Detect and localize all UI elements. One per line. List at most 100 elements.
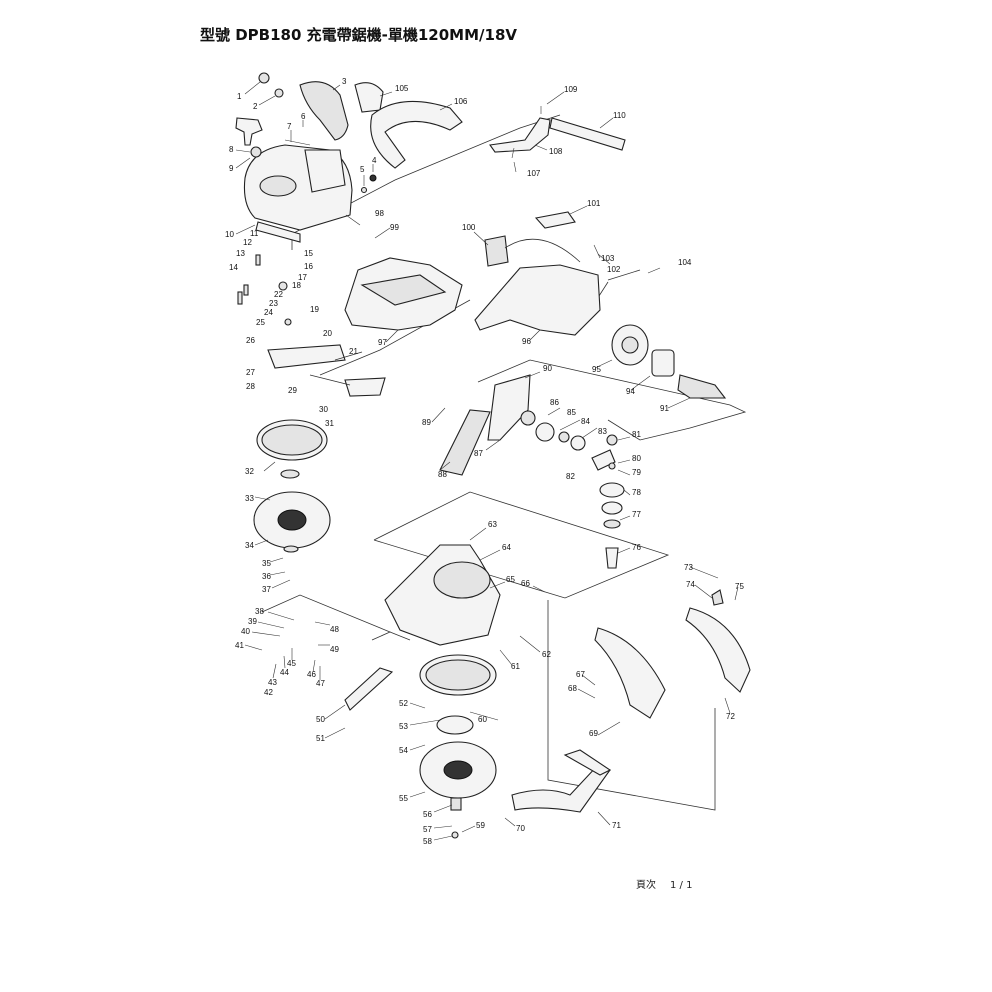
- part-label: 56: [423, 810, 432, 819]
- part-label: 102: [607, 265, 621, 274]
- part-label: 95: [592, 365, 601, 374]
- gear-train: [439, 374, 625, 569]
- part-label: 35: [262, 559, 271, 568]
- page-label: 頁次: [636, 880, 656, 891]
- part-label: 86: [550, 398, 559, 407]
- part-label: 81: [632, 430, 641, 439]
- part-label: 66: [521, 579, 530, 588]
- part-label: 59: [476, 821, 485, 830]
- part-label: 42: [264, 688, 273, 697]
- part-label: 108: [549, 147, 563, 156]
- part-label: 33: [245, 494, 254, 503]
- part-label: 48: [330, 625, 339, 634]
- part-label: 104: [678, 258, 692, 267]
- part-label: 19: [310, 305, 319, 314]
- part-label: 74: [686, 580, 695, 589]
- part-label: 39: [248, 617, 257, 626]
- part-label: 97: [378, 338, 387, 347]
- part-label: 101: [587, 199, 601, 208]
- part-label: 17: [298, 273, 307, 282]
- part-label: 73: [684, 563, 693, 572]
- part-label: 3: [342, 77, 347, 86]
- upper-frame-assembly: [235, 72, 463, 243]
- part-label: 83: [598, 427, 607, 436]
- page-title: 型號 DPB180 充電帶鋸機-單機120MM/18V: [200, 26, 517, 44]
- part-label: 1: [237, 92, 242, 101]
- part-label: 6: [301, 112, 306, 121]
- part-label: 50: [316, 715, 325, 724]
- part-label: 67: [576, 670, 585, 679]
- part-label: 85: [567, 408, 576, 417]
- part-label: 11: [250, 229, 259, 238]
- part-label: 65: [506, 575, 515, 584]
- part-label: 71: [612, 821, 621, 830]
- part-label: 90: [543, 364, 552, 373]
- part-label: 94: [626, 387, 635, 396]
- part-label: 34: [245, 541, 254, 550]
- part-label: 78: [632, 488, 641, 497]
- motor-parts: [611, 324, 727, 399]
- part-label: 91: [660, 404, 669, 413]
- part-label: 62: [542, 650, 551, 659]
- part-label: 29: [288, 386, 297, 395]
- part-label: 24: [264, 308, 273, 317]
- tension-assembly: [237, 254, 386, 397]
- part-label: 18: [292, 281, 301, 290]
- part-label: 10: [225, 230, 234, 239]
- part-label: 89: [422, 418, 431, 427]
- part-label: 77: [632, 510, 641, 519]
- part-label: 105: [395, 84, 409, 93]
- part-label: 38: [255, 607, 264, 616]
- part-label: 2: [253, 102, 258, 111]
- part-label: 41: [235, 641, 244, 650]
- part-label: 52: [399, 699, 408, 708]
- part-label: 54: [399, 746, 408, 755]
- part-label: 12: [243, 238, 252, 247]
- part-label: 15: [304, 249, 313, 258]
- part-label: 51: [316, 734, 325, 743]
- part-label: 58: [423, 837, 432, 846]
- part-label: 69: [589, 729, 598, 738]
- part-label: 80: [632, 454, 641, 463]
- part-label: 72: [726, 712, 735, 721]
- part-label: 27: [246, 368, 255, 377]
- part-label: 57: [423, 825, 432, 834]
- part-label: 8: [229, 145, 234, 154]
- part-label: 88: [438, 470, 447, 479]
- part-label: 26: [246, 336, 255, 345]
- part-label: 36: [262, 572, 271, 581]
- lever-assembly: [489, 106, 626, 229]
- part-label: 16: [304, 262, 313, 271]
- part-label: 30: [319, 405, 328, 414]
- part-label: 45: [287, 659, 296, 668]
- part-label: 60: [478, 715, 487, 724]
- part-label: 37: [262, 585, 271, 594]
- part-label: 21: [349, 347, 358, 356]
- base-frame: [344, 544, 501, 839]
- part-label: 109: [564, 85, 578, 94]
- part-label: 23: [269, 299, 278, 308]
- part-label: 49: [330, 645, 339, 654]
- part-label: 7: [287, 122, 292, 131]
- part-number-labels: 1 2 3 4 5 6 7 8 9 10 11 12 13 14 15 16 1…: [225, 77, 744, 846]
- part-label: 76: [632, 543, 641, 552]
- part-label: 110: [613, 111, 626, 120]
- part-label: 14: [229, 263, 238, 272]
- leader-lines: [235, 81, 739, 841]
- part-label: 40: [241, 627, 250, 636]
- part-label: 107: [527, 169, 541, 178]
- part-label: 63: [488, 520, 497, 529]
- part-label: 46: [307, 670, 316, 679]
- part-label: 32: [245, 467, 254, 476]
- part-label: 28: [246, 382, 255, 391]
- part-label: 75: [735, 582, 744, 591]
- part-label: 70: [516, 824, 525, 833]
- part-label: 9: [229, 164, 234, 173]
- part-label: 68: [568, 684, 577, 693]
- part-label: 20: [323, 329, 332, 338]
- part-label: 13: [236, 249, 245, 258]
- part-label: 47: [316, 679, 325, 688]
- part-label: 87: [474, 449, 483, 458]
